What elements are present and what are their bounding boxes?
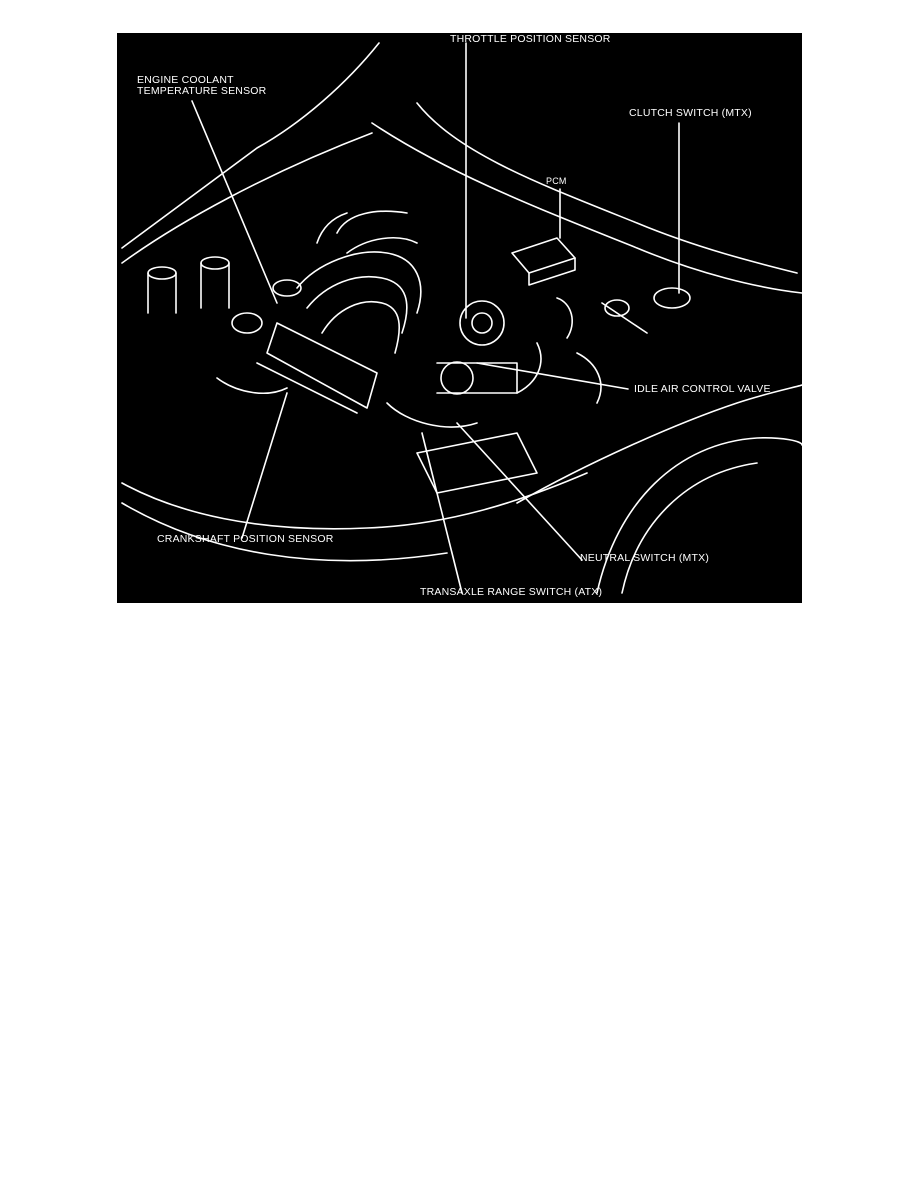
transaxle-range-switch-label: TRANSAXLE RANGE SWITCH (ATX)	[420, 586, 603, 598]
engine-coolant-label-line2: TEMPERATURE SENSOR	[137, 85, 267, 97]
fender-arch-inner	[621, 462, 758, 594]
reservoir-cap-2	[200, 256, 230, 270]
idle-air-valve-body	[440, 361, 474, 395]
clutch-bracket	[653, 287, 691, 309]
leader-crankshaft	[241, 392, 288, 539]
cowl-line	[416, 102, 798, 274]
crankshaft-position-sensor-label: CRANKSHAFT POSITION SENSOR	[157, 533, 334, 545]
reservoir-cap-1	[147, 266, 177, 280]
neutral-switch-label: NEUTRAL SWITCH (MTX)	[580, 552, 710, 564]
pcm-box	[511, 237, 576, 274]
engine-coolant-label-line1: ENGINE COOLANT	[137, 74, 234, 86]
leader-transaxle	[421, 432, 463, 594]
clutch-switch-label: CLUTCH SWITCH (MTX)	[629, 107, 752, 119]
pcm-label: PCM	[546, 176, 567, 186]
reservoir-cap-3	[231, 312, 263, 334]
fender-arch	[596, 437, 802, 594]
hood-edge-line	[121, 42, 380, 249]
engine-component-diagram: THROTTLE POSITION SENSOR ENGINE COOLANT …	[117, 33, 802, 603]
fender-line	[121, 132, 373, 264]
engine-coolant-temperature-sensor-label: ENGINE COOLANT TEMPERATURE SENSOR	[137, 75, 266, 97]
leader-idle-air	[476, 362, 629, 390]
windshield-line	[371, 122, 802, 294]
reservoir-cap-4	[272, 279, 302, 297]
fender-curve-right	[516, 384, 802, 504]
leader-neutral	[456, 422, 583, 561]
idle-air-control-valve-label: IDLE AIR CONTROL VALVE	[634, 383, 771, 395]
throttle-position-sensor-label: THROTTLE POSITION SENSOR	[450, 33, 611, 45]
bumper-line	[121, 502, 448, 562]
body-lower-line	[121, 472, 588, 530]
leader-engine-coolant	[191, 100, 278, 304]
intake-manifold	[296, 251, 422, 314]
throttle-body	[459, 300, 505, 346]
engine-bay-illustration	[121, 42, 802, 594]
